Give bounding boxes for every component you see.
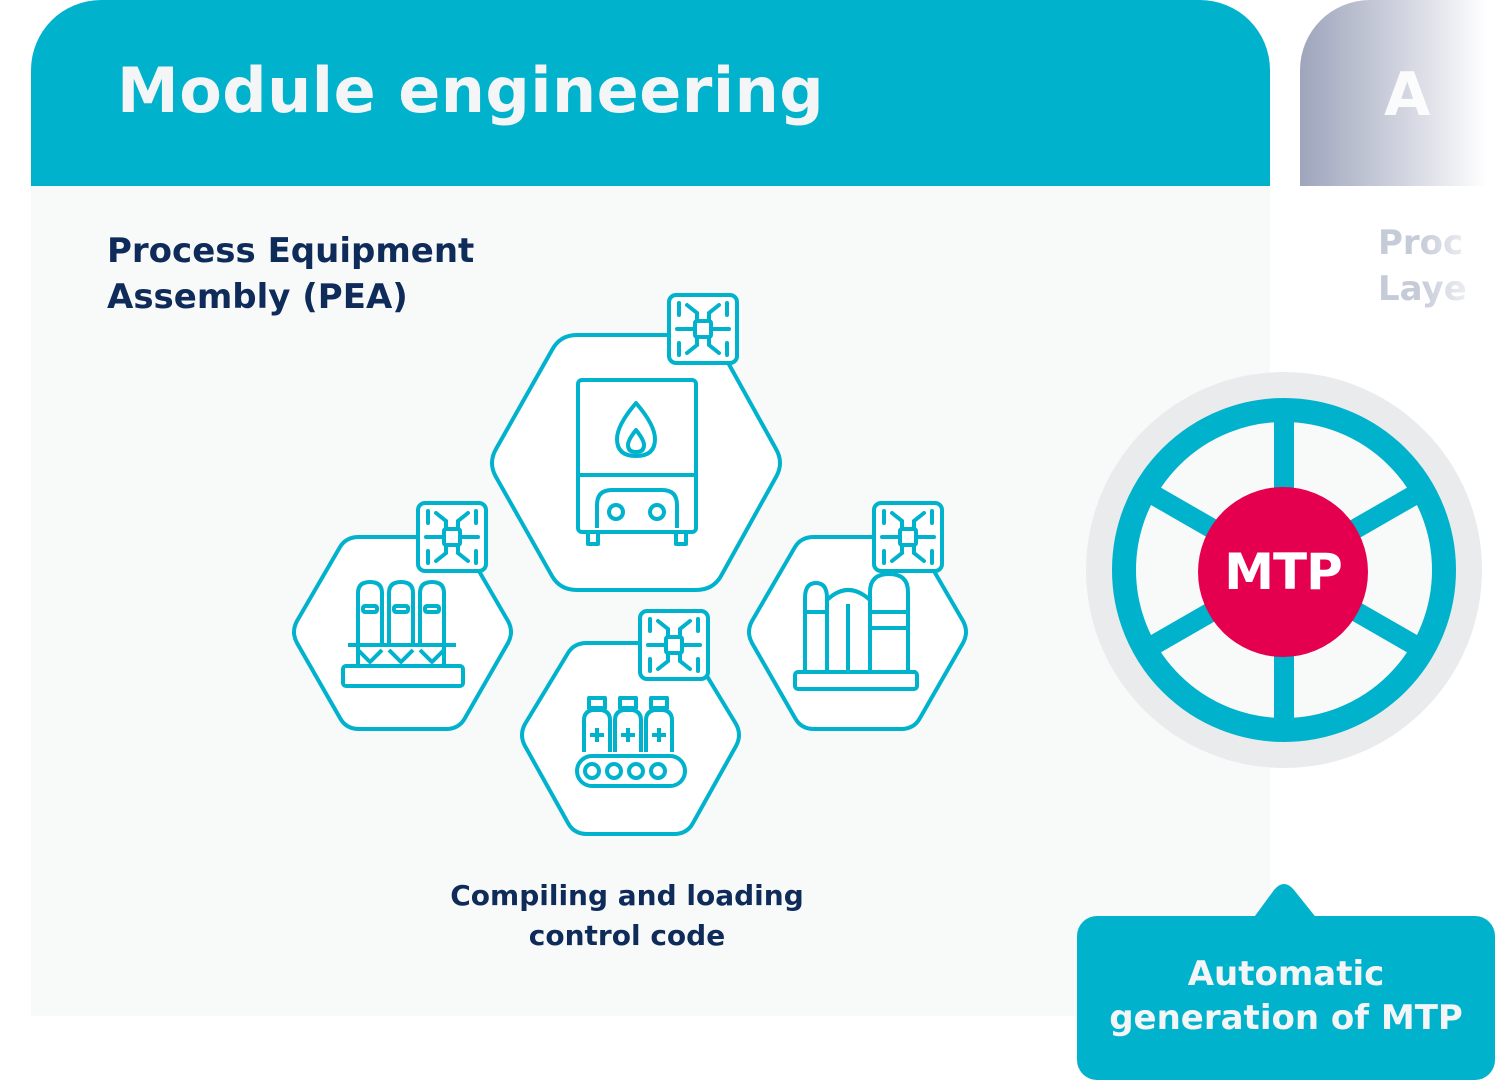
module-engineering-header: Module engineering <box>31 0 1270 186</box>
circuit-chip-icon <box>667 293 739 365</box>
pea-caption: Compiling and loading control code <box>427 876 827 956</box>
hexagon-silos <box>292 501 513 731</box>
boiler-icon <box>576 378 698 546</box>
mtp-callout-line2: generation of MTP <box>1109 998 1463 1038</box>
bottling-conveyor-icon <box>575 696 687 788</box>
next-panel-title: A <box>1384 60 1431 130</box>
pea-caption-line2: control code <box>528 919 726 952</box>
distillation-columns-icon <box>793 572 919 691</box>
mtp-label: MTP <box>1224 543 1343 601</box>
callout-pointer <box>1252 884 1318 920</box>
circuit-chip-icon <box>638 609 710 681</box>
mtp-callout: Automatic generation of MTP <box>1077 916 1495 1080</box>
module-engineering-panel <box>31 185 1270 1016</box>
mtp-callout-line1: Automatic <box>1187 954 1385 994</box>
silo-tanks-icon <box>341 580 465 688</box>
module-engineering-title: Module engineering <box>117 54 825 127</box>
mtp-wheel <box>1086 372 1482 768</box>
next-panel-header: A <box>1300 0 1502 186</box>
mtp-badge <box>1198 487 1368 657</box>
pea-caption-line1: Compiling and loading <box>450 879 804 912</box>
edge-fade <box>1420 200 1502 340</box>
pea-heading: Process Equipment Assembly (PEA) <box>107 228 667 320</box>
hexagon-bottling <box>520 609 741 836</box>
circuit-chip-icon <box>416 501 488 573</box>
circuit-chip-icon <box>872 501 944 573</box>
hexagon-distillation <box>747 501 968 731</box>
pea-heading-line1: Process Equipment <box>107 231 475 271</box>
mtp-callout-text: Automatic generation of MTP <box>1077 952 1495 1040</box>
pea-heading-line2: Assembly (PEA) <box>107 277 408 317</box>
hexagon-boiler <box>490 293 782 592</box>
